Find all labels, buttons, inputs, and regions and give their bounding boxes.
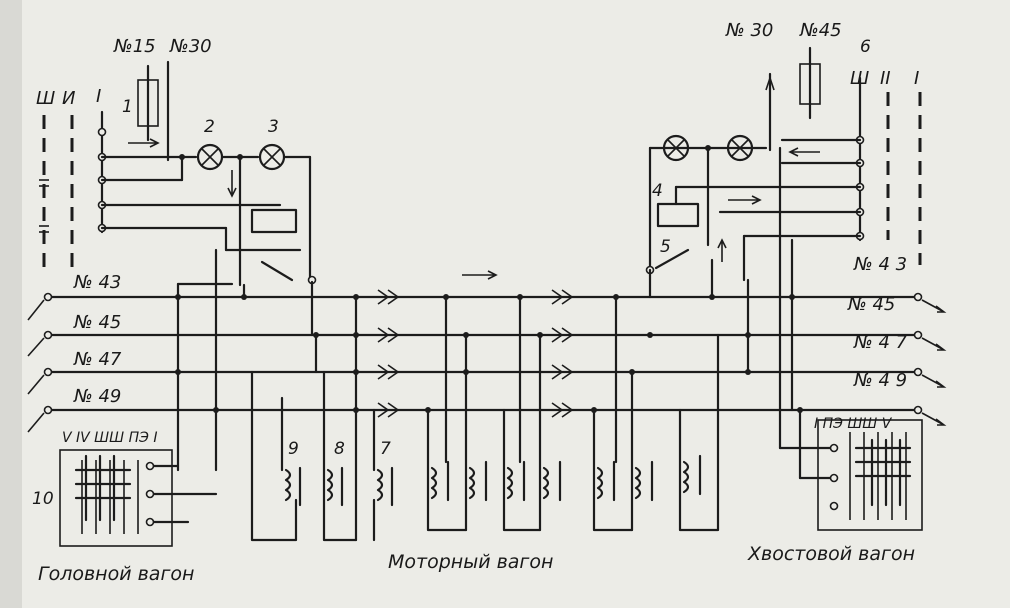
lamp-right-1 (662, 134, 690, 162)
motor-car-coils (250, 295, 720, 542)
caption-motor-car: Моторный вагон (388, 551, 553, 573)
label-num-8: 8 (334, 439, 345, 459)
contact-5 (654, 248, 690, 270)
label-right-switch-row: I ПЭ ШШ V (814, 416, 893, 432)
controller-box-right (817, 419, 923, 531)
label-right-49: № 4 9 (853, 370, 907, 391)
label-roman-i-left: I (96, 86, 101, 107)
coil-9 (284, 468, 292, 502)
label-right-43: № 4 3 (853, 254, 907, 275)
label-right-47: № 4 7 (853, 332, 908, 353)
relay-left (250, 208, 298, 234)
head-car-control-block (39, 60, 317, 287)
label-left-49: № 49 (73, 386, 121, 407)
label-n45-top: №45 (799, 20, 842, 41)
label-num-5: 5 (660, 237, 671, 257)
label-roman-i-right: I (914, 68, 919, 89)
label-right-45: № 45 (847, 294, 895, 315)
label-num-1: 1 (122, 97, 133, 117)
train-lines (27, 248, 947, 542)
label-num-6: 6 (860, 37, 871, 57)
contact-left (260, 260, 294, 282)
controller-box-10 (59, 449, 218, 547)
label-num-4: 4 (652, 181, 663, 201)
coil-7 (376, 468, 384, 502)
caption-tail-car: Хвостовой вагон (747, 543, 915, 565)
caption-head-car: Головной вагон (38, 563, 194, 585)
label-n30-right: № 30 (725, 20, 773, 41)
label-roman-ii-right: II (880, 68, 891, 89)
label-roman-iii-right: Ш (850, 68, 869, 89)
scan-edge (0, 0, 22, 608)
label-num-10: 10 (32, 489, 54, 509)
label-n15: №15 (113, 36, 156, 57)
label-num-9: 9 (288, 439, 299, 459)
label-left-switch-row: V IV ШШ ПЭ I (62, 430, 157, 446)
lamp-right-2 (726, 134, 754, 162)
label-num-2: 2 (204, 117, 215, 137)
label-num-3: 3 (268, 117, 279, 137)
coil-8 (326, 468, 334, 502)
label-left-47: № 47 (73, 349, 122, 370)
label-num-7: 7 (380, 439, 391, 459)
label-left-45: № 45 (73, 312, 121, 333)
label-roman-iii-left: Ш (36, 88, 55, 109)
tail-car-control-block (645, 46, 922, 480)
diagram-labels: №15 №30 № 30 №45 Ш И I Ш II I 1 2 3 4 5 … (32, 20, 919, 585)
relay-4 (656, 202, 700, 228)
label-left-43: № 43 (73, 272, 121, 293)
label-n30-left: №30 (169, 36, 212, 57)
label-roman-ii-left: И (62, 88, 75, 109)
